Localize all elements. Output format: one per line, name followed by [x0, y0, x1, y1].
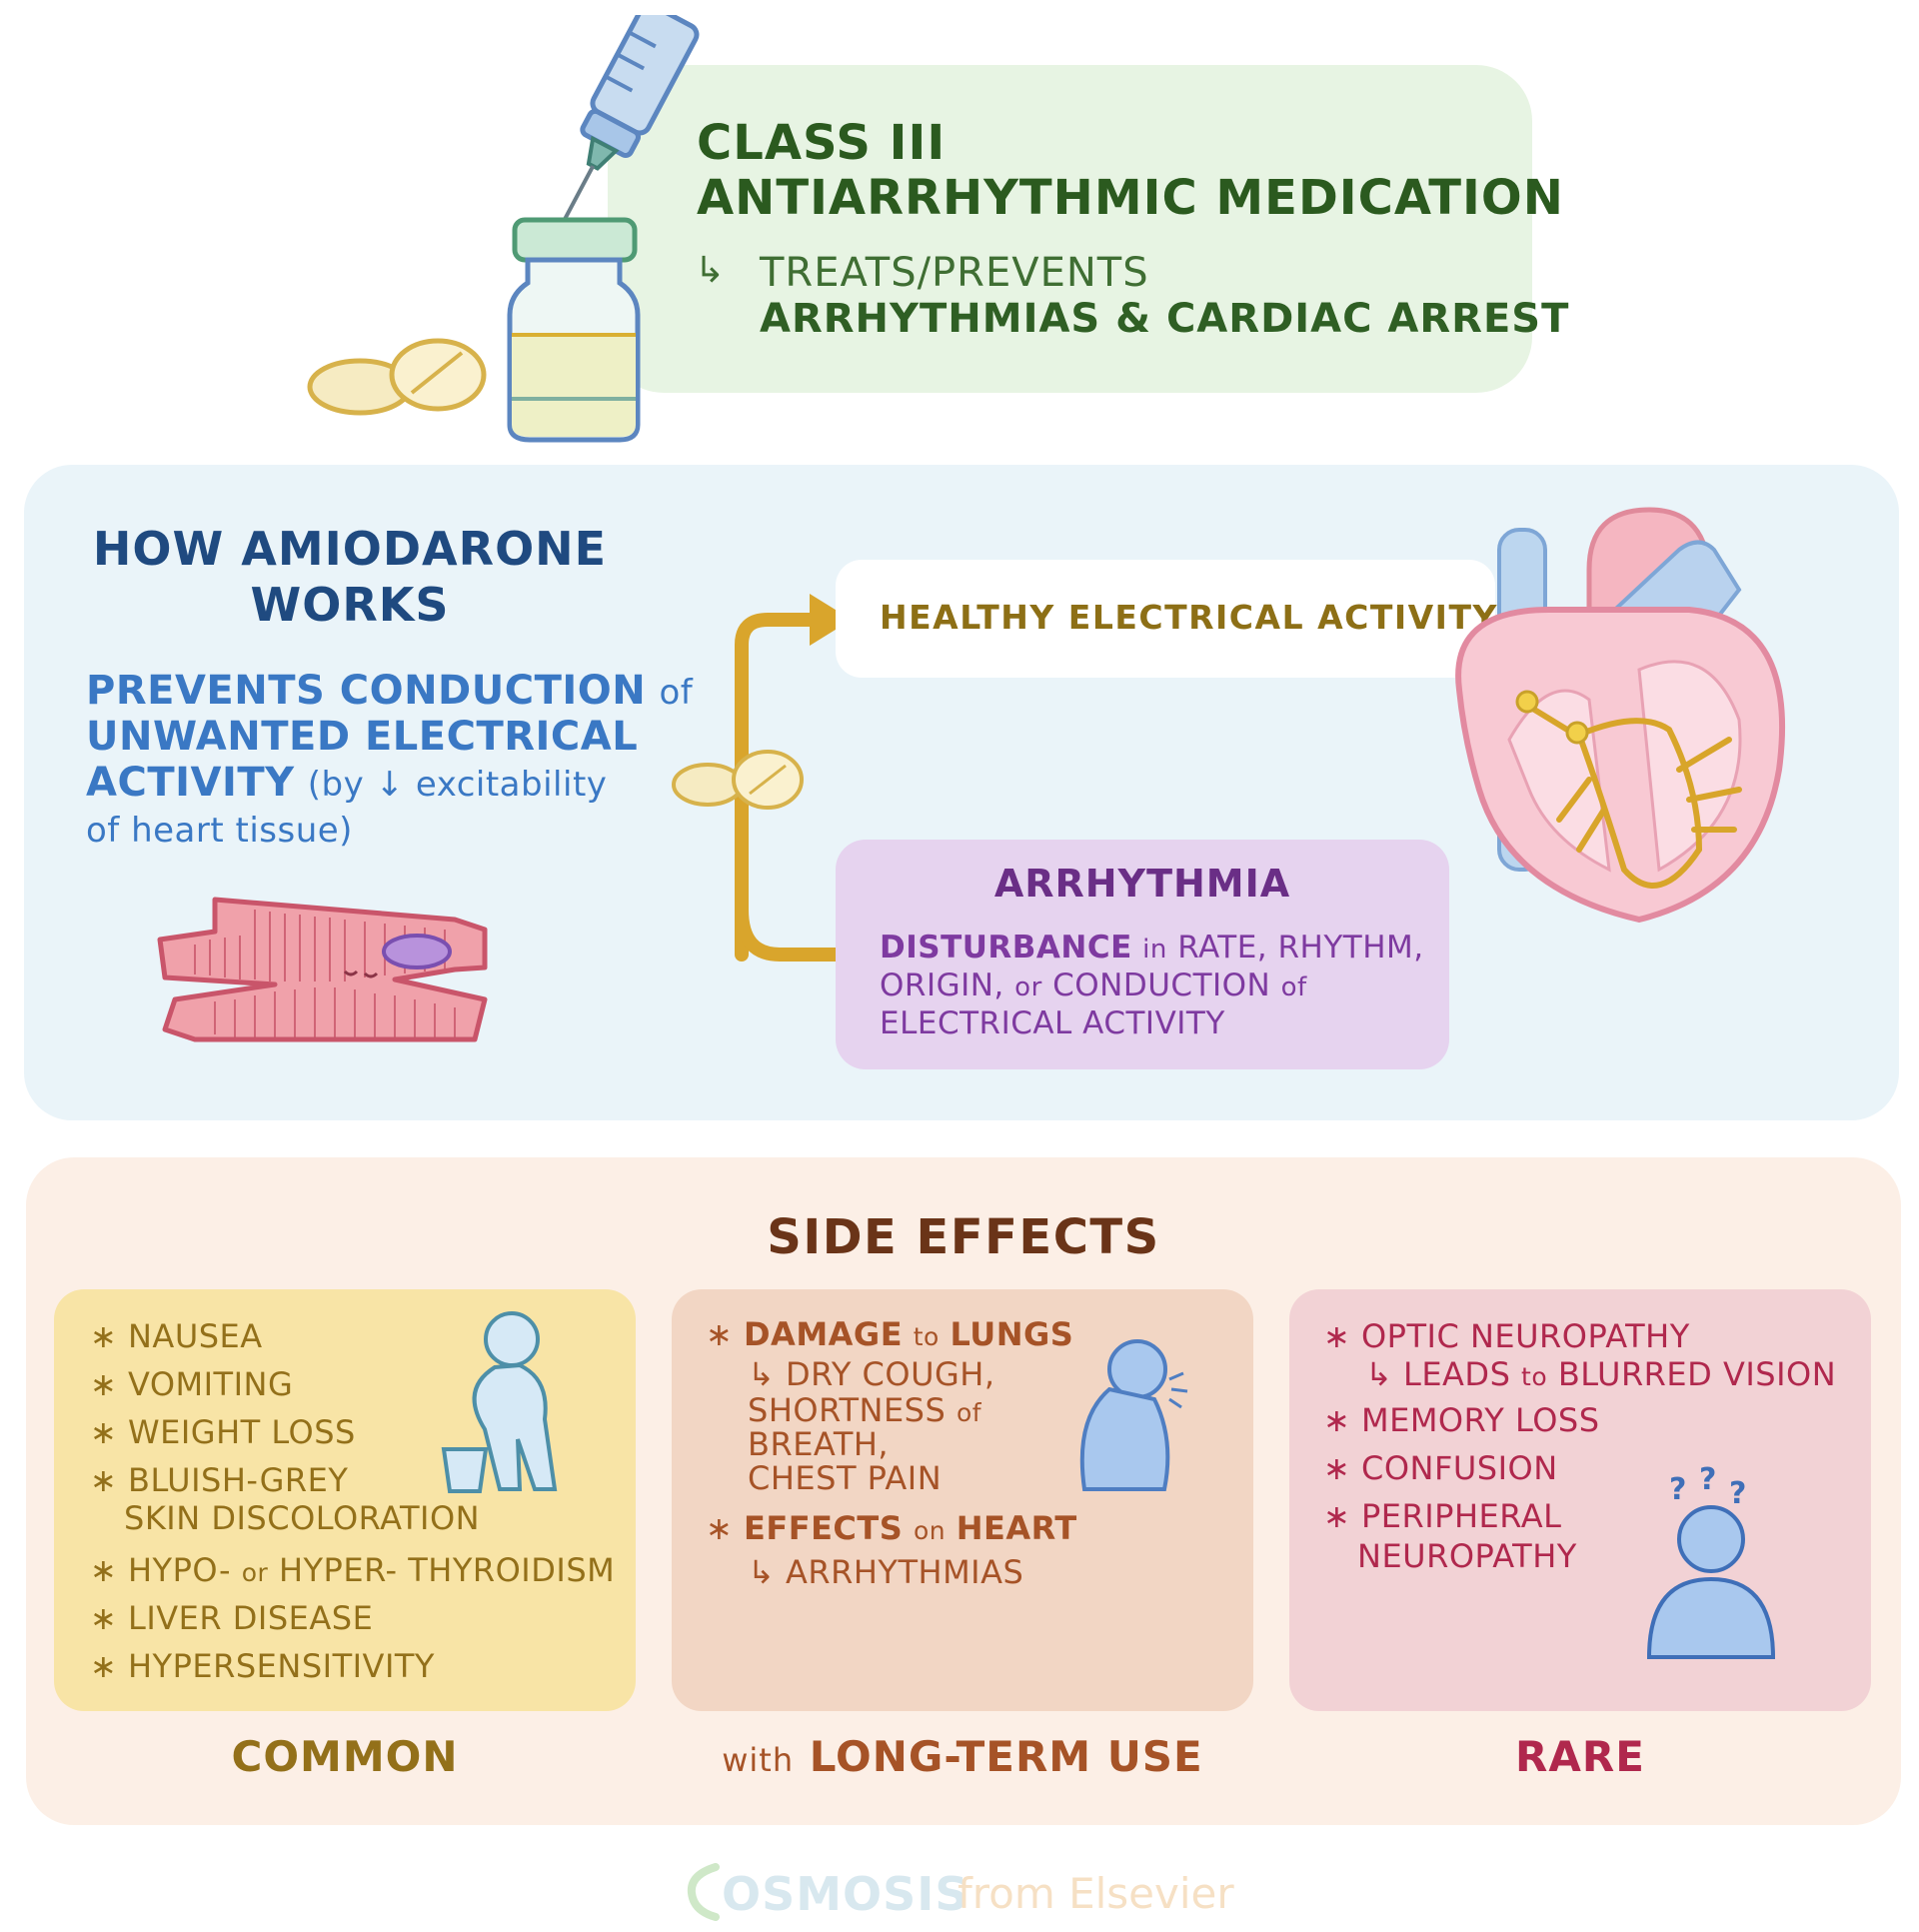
rare-label: RARE — [1515, 1732, 1645, 1781]
mechanism-line4: of heart tissue) — [86, 806, 353, 852]
arrhythmia-line1: DISTURBANCE in RATE, RHYTHM, — [880, 930, 1424, 966]
flow-arrow-up — [735, 613, 817, 962]
healthy-activity-box — [836, 560, 1495, 678]
mechanism-line3-thin: (by ↓ excitability — [307, 765, 608, 805]
rare-item-peripheral: ∗ PERIPHERAL — [1323, 1497, 1562, 1535]
arrhythmia-line1-rest: RATE, RHYTHM, — [1177, 930, 1424, 966]
arrhythmia-line2-a: ORIGIN, — [880, 967, 1004, 1003]
long-item-arrhythmias: ↳ ARRHYTHMIAS — [748, 1553, 1024, 1591]
mechanism-title-line2: WORKS — [250, 578, 450, 632]
mechanism-line4-thin: of heart tissue) — [86, 811, 353, 851]
long-item-chest-pain: CHEST PAIN — [748, 1459, 943, 1497]
long-item-effects-heart: ∗ EFFECTS on HEART — [706, 1509, 1077, 1547]
arrhythmia-line2: ORIGIN, or CONDUCTION of — [880, 967, 1307, 1003]
pills-icon — [307, 338, 487, 416]
mechanism-line1: PREVENTS CONDUCTION of — [86, 668, 693, 714]
mechanism-line2: UNWANTED ELECTRICAL — [86, 714, 639, 760]
arrhythmia-line2-b: CONDUCTION — [1052, 967, 1271, 1003]
arrhythmia-line2-thin: or — [1014, 972, 1042, 1002]
osmosis-logo-word: OSMOSIS — [722, 1867, 969, 1921]
long-item-dry-cough: ↳ DRY COUGH, — [748, 1355, 995, 1393]
svg-text:?: ? — [1669, 1472, 1686, 1507]
vial-icon — [507, 217, 641, 443]
healthy-activity-label: HEALTHY ELECTRICAL ACTIVITY — [880, 598, 1498, 637]
rare-item-neuropathy: NEUROPATHY — [1357, 1537, 1577, 1575]
arrhythmia-line3: ELECTRICAL ACTIVITY — [880, 1005, 1225, 1041]
mechanism-line1-thin: of — [659, 673, 694, 713]
svg-text:?: ? — [1699, 1462, 1716, 1497]
from-elsevier: from Elsevier — [958, 1869, 1234, 1918]
common-item-liver-disease: ∗ LIVER DISEASE — [90, 1599, 374, 1637]
flow-arrows — [672, 594, 852, 962]
common-item-vomiting: ∗ VOMITING — [90, 1365, 294, 1403]
arrhythmia-line2-thin2: of — [1280, 972, 1307, 1002]
nauseous-person-icon — [441, 1311, 558, 1493]
header-title-line1: CLASS III — [697, 115, 947, 171]
common-box — [54, 1289, 636, 1711]
long-term-label: with LONG-TERM USE — [722, 1732, 1203, 1781]
cardiac-muscle-cell-icon — [157, 897, 488, 1042]
mechanism-line3: ACTIVITY (by ↓ excitability — [86, 760, 607, 806]
common-item-thyroidism: ∗ HYPO- or HYPER- THYROIDISM — [90, 1551, 616, 1589]
rare-item-confusion: ∗ CONFUSION — [1323, 1449, 1558, 1487]
header-title-line2: ANTIARRHYTHMIC MEDICATION — [697, 170, 1564, 226]
header-panel — [608, 65, 1532, 393]
mechanism-line1-strong: PREVENTS CONDUCTION — [86, 668, 647, 714]
rare-item-optic: ∗ OPTIC NEUROPATHY — [1323, 1317, 1690, 1355]
pills-icon — [672, 750, 804, 810]
vial-syringe-illustration — [307, 15, 700, 443]
long-item-breath: BREATH, — [748, 1425, 890, 1463]
common-label: COMMON — [231, 1732, 459, 1781]
heart-icon — [1455, 507, 1785, 924]
common-item-hypersensitivity: ∗ HYPERSENSITIVITY — [90, 1647, 435, 1685]
common-item-skin-discoloration: SKIN DISCOLORATION — [124, 1499, 481, 1537]
rare-item-memory: ∗ MEMORY LOSS — [1323, 1401, 1600, 1439]
common-item-weight-loss: ∗ WEIGHT LOSS — [90, 1413, 356, 1451]
header-subtitle-line1: TREATS/PREVENTS — [760, 250, 1149, 296]
long-item-shortness: SHORTNESS of — [748, 1391, 982, 1429]
header-sub-arrow-icon: ↳ — [695, 250, 726, 291]
flow-arrowhead-icon — [810, 594, 852, 646]
common-item-bluish-grey: ∗ BLUISH-GREY — [90, 1461, 349, 1499]
osmosis-logo-icon — [687, 1863, 720, 1921]
mechanism-title-line1: HOW AMIODARONE — [92, 522, 608, 576]
confused-person-icon: ? ? ? — [1646, 1462, 1776, 1659]
svg-text:?: ? — [1729, 1476, 1746, 1511]
rare-item-blurred: ↳ LEADS to BLURRED VISION — [1365, 1355, 1837, 1393]
flow-arrow-down — [735, 903, 843, 962]
arrhythmia-box — [836, 840, 1449, 1069]
arrhythmia-line1-strong: DISTURBANCE — [880, 930, 1132, 966]
common-item-nausea: ∗ NAUSEA — [90, 1317, 263, 1355]
arrhythmia-line1-thin: in — [1142, 935, 1167, 965]
side-effects-title: SIDE EFFECTS — [767, 1209, 1160, 1265]
coughing-person-icon — [1079, 1339, 1188, 1491]
header-subtitle-line2: ARRHYTHMIAS & CARDIAC ARREST — [760, 296, 1570, 342]
mechanism-line3-strong: ACTIVITY — [86, 760, 295, 806]
arrhythmia-title: ARRHYTHMIA — [993, 862, 1291, 906]
long-item-damage-lungs: ∗ DAMAGE to LUNGS — [706, 1315, 1074, 1353]
